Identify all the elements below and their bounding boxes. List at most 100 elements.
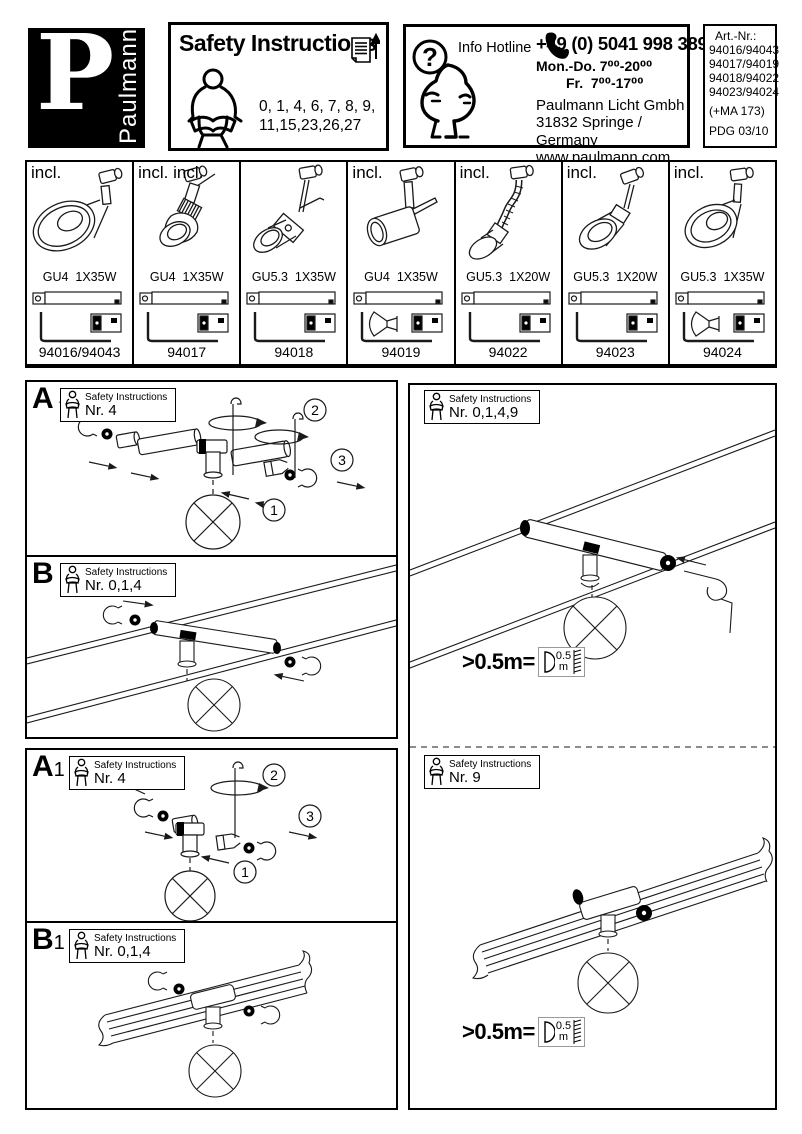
article-number: 94018 [274, 344, 314, 360]
accessory-icons [353, 291, 444, 343]
min-distance-text: >0.5m= [462, 649, 535, 674]
article-number-line: 94016/94043 [709, 43, 780, 57]
article-number-line: 94018/94022 [709, 71, 780, 85]
logo-letter: P [36, 11, 115, 134]
lamp-symbol [188, 1044, 242, 1098]
safety-instructions-tag: Safety Instructions Nr. 0,1,4 [60, 563, 177, 597]
lamp-symbol [563, 596, 627, 660]
reading-person-small-icon [429, 757, 444, 786]
step-circle: 3 [330, 448, 354, 472]
article-number: 94023 [595, 344, 635, 360]
connector-icon [90, 313, 122, 333]
question-person-icon: ? [412, 39, 476, 139]
svg-text:1: 1 [241, 864, 249, 880]
logo-brand-text: Paulmann [115, 27, 142, 144]
article-number: 94016/94043 [38, 344, 121, 360]
assembly-drawing-right [410, 429, 775, 1014]
company-name: Paulmann Licht Gmbh [536, 97, 685, 114]
allen-key-icon [254, 312, 326, 343]
product-column: incl. GU5.3 1X35W 94024 [670, 162, 775, 364]
tube-rod-icon [32, 291, 122, 305]
min-distance-text: >0.5m= [462, 1019, 535, 1044]
lamp-half-icon [544, 651, 555, 673]
svg-text:1: 1 [270, 502, 278, 518]
article-number: 94017 [167, 344, 207, 360]
lamp-symbol [164, 870, 216, 921]
safety-tag-number: Nr. 9 [449, 768, 481, 786]
assembly-drawing-b [27, 564, 396, 732]
connector-icon [411, 313, 444, 333]
spotlight-drawing-94017 [159, 165, 216, 247]
hotline-phone-number: +49 (0) 5041 998 389 [536, 33, 708, 54]
connector-icon [518, 313, 551, 333]
safety-tag-number: Nr. 4 [85, 401, 117, 419]
mounting-hook-tool [683, 570, 733, 634]
hotline-hours-friday: Fr. 7⁰⁰-17⁰⁰ [566, 75, 644, 91]
included-label: incl. [352, 163, 383, 182]
safety-instructions-header: Safety Instructions 0, 1, 4, 6, 7, 8, 9,… [168, 22, 389, 151]
lamp-spec: GU4 1X35W [42, 270, 117, 284]
svg-text:2: 2 [311, 402, 319, 418]
step-circle: 1 [233, 860, 257, 884]
safety-tag-number: Nr. 4 [94, 769, 126, 787]
allen-key-tool [254, 412, 309, 478]
spotlight-drawing-94016 [32, 167, 123, 252]
reading-person-small-icon [429, 392, 444, 421]
safety-tag-number: Nr. 0,1,4 [94, 942, 151, 960]
hotline-hours-weekday: Mon.-Do. 7⁰⁰-20⁰⁰ [536, 58, 653, 74]
hotline-label: Info Hotline [458, 40, 532, 56]
company-city: 31832 Springe / Germany [536, 114, 642, 149]
lamp-spec: GU5.3 1X20W [466, 270, 551, 284]
safety-tag-title: Safety Instructions [85, 391, 168, 403]
accessory-icons [675, 291, 765, 343]
article-number-box: Art.-Nr.: 94016/94043 94017/94019 94018/… [703, 24, 780, 148]
allen-key-icon [682, 312, 754, 343]
included-label: incl. [459, 163, 490, 182]
allen-key-icon [575, 312, 647, 343]
allen-key-tool [208, 397, 267, 475]
allen-key-icon [146, 312, 219, 343]
panel-letter-b1: B1 [32, 923, 65, 956]
lamp-symbol [577, 952, 639, 1014]
tube-rod-icon [139, 291, 229, 305]
spotlight-drawing-94019 [367, 166, 439, 247]
lamp-spec: GU4 1X35W [364, 270, 438, 284]
lamp-spec: GU4 1X35W [149, 270, 224, 284]
step-circle: 3 [298, 804, 322, 828]
allen-key-icon [39, 312, 111, 343]
print-code: PDG 03/10 [709, 124, 769, 138]
reading-person-small-icon [65, 565, 80, 594]
panel-letter-a1: A1 [32, 750, 65, 783]
tube-rod-icon [246, 291, 336, 305]
step-circle: 1 [262, 498, 286, 522]
min-distance-note: >0.5m= 0.5 m [462, 1017, 586, 1047]
reading-person-icon [187, 68, 243, 149]
allen-key-icon [468, 312, 540, 343]
safety-instructions-tag: Safety Instructions Nr. 4 [69, 756, 186, 790]
assembly-drawing-a: 1 2 3 [58, 397, 366, 550]
instruction-panel-a1: A1 Safety Instructions Nr. 4 [25, 748, 398, 923]
safety-instructions-tag: Safety Instructions Nr. 9 [424, 755, 541, 789]
svg-text:3: 3 [306, 808, 314, 824]
safety-instructions-title: Safety Instructions [179, 30, 377, 56]
instruction-panel-a: A Safety Instructions Nr. 4 [25, 380, 398, 557]
instruction-panel-right: Safety Instructions Nr. 0,1,4,9 Safety I… [408, 383, 777, 1110]
lamp-spec: GU5.3 1X35W [680, 270, 765, 284]
tube-rod-icon [353, 291, 444, 305]
tube-rod-icon [460, 291, 551, 305]
product-column: incl. GU4 1X35W 94019 [348, 162, 456, 364]
accessory-icons [568, 291, 658, 343]
safety-instructions-tag: Safety Instructions Nr. 4 [60, 388, 177, 422]
instruction-panel-b: B Safety Instructions Nr. 0,1,4 [25, 555, 398, 739]
svg-text:?: ? [422, 42, 438, 72]
safety-tag-title: Safety Instructions [85, 566, 168, 578]
svg-text:2: 2 [270, 767, 278, 783]
panel-letter-a: A [32, 382, 54, 415]
safety-tag-number: Nr. 0,1,4 [85, 576, 142, 594]
min-distance-note: >0.5m= 0.5 m [462, 647, 586, 677]
connector-icon [197, 313, 229, 333]
allen-key-icon [361, 312, 433, 343]
safety-tag-title: Safety Instructions [94, 759, 177, 771]
spotlight-drawing-94022 [468, 164, 534, 260]
reading-person-small-icon [74, 931, 89, 960]
